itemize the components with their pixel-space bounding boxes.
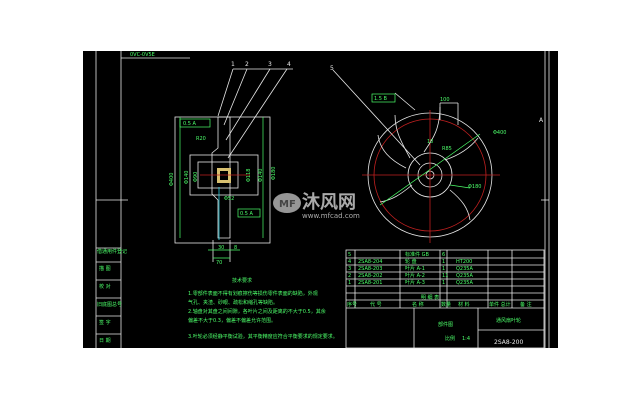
parts-cell-name: 叶片 A-3: [405, 279, 425, 286]
balloon-3: 3: [268, 61, 272, 68]
parts-cell-code: 2SA8-201: [358, 280, 382, 286]
parts-cell-qty: 11: [442, 273, 448, 279]
zone-letter: A: [539, 117, 544, 124]
front-section-view: [174, 68, 293, 262]
parts-cell-name: 标准件 GB: [405, 251, 429, 258]
balloon-1: 1: [231, 61, 235, 68]
parts-cell-material: Q235A: [456, 280, 473, 286]
dim-text: Φ90: [193, 172, 199, 182]
watermark-logo: [273, 193, 301, 213]
parts-cell-qty: 1: [442, 259, 445, 265]
dim-text: Φ140: [258, 169, 264, 182]
left-label: 校 对: [99, 283, 111, 290]
tolerance-frame-side: [371, 93, 396, 103]
tech-req-title: 技术要求: [232, 277, 252, 284]
dim-text: R85: [442, 146, 452, 152]
scale-value: 1:4: [462, 336, 470, 342]
parts-list-section-label: 明 细 表: [421, 294, 439, 301]
header-cell: 材 料: [458, 301, 470, 308]
tolerance-frame-bottom: [237, 208, 261, 218]
parts-cell-name: 叶片 A-2: [405, 272, 425, 279]
tolerance-side: 1.5 B: [374, 96, 388, 102]
left-label: 日 期: [99, 338, 111, 344]
parts-cell-no: 2: [348, 273, 351, 279]
scale-label: 比例: [445, 335, 455, 342]
watermark-chinese: 沐风网: [302, 191, 356, 213]
header-cell: 备 注: [520, 301, 532, 308]
drawing-frame: [95, 51, 550, 348]
dim-text: Φ400: [169, 173, 175, 186]
header-cell: 数量: [441, 301, 451, 308]
parts-cell-name: 叶片 A-1: [405, 265, 425, 272]
left-label: 借通用件登记: [97, 248, 127, 255]
parts-list-table: [345, 249, 545, 349]
parts-cell-no: 1: [348, 280, 351, 286]
tolerance-top: 0.5 A: [183, 121, 197, 127]
parts-cell-no: 4: [348, 259, 351, 265]
parts-cell-qty: 6: [442, 252, 445, 258]
parts-cell-code: 2SA8-204: [358, 259, 382, 265]
parts-cell-name: 轮 盘: [405, 258, 417, 265]
corner-code: 0VC-0V5E: [130, 52, 155, 58]
tech-req-line: 2.轴盘对其盘之间间隙，各叶片之间及距离的不大于0.5，其余: [188, 308, 326, 315]
left-label: 签 字: [99, 319, 111, 326]
drawing-type: 部件图: [438, 321, 453, 328]
parts-cell-code: 2SA8-203: [358, 266, 382, 272]
balloon-2: 2: [245, 61, 249, 68]
dim-text: Φ140: [184, 171, 190, 184]
header-cell: 名 称: [412, 301, 424, 308]
tech-req-line: 偏差不大于0.3，偏差不偏差允许范围。: [188, 317, 276, 324]
dim-text: 70: [216, 260, 222, 266]
parts-cell-material: Q235A: [456, 266, 473, 272]
dim-text: 10: [427, 139, 433, 145]
left-label: 旧底图总号: [97, 301, 122, 308]
parts-cell-no: 3: [348, 266, 351, 272]
parts-cell-no: 5: [348, 252, 351, 258]
dim-text: Φ180: [468, 184, 481, 190]
left-label: 描 图: [99, 265, 111, 272]
dim-text: R20: [196, 136, 206, 142]
dim-text: 100: [440, 97, 450, 103]
dim-text: Φ52: [224, 196, 234, 202]
parts-cell-code: 2SA8-202: [358, 273, 382, 279]
header-cell: 单件 总计: [489, 301, 511, 308]
parts-cell-material: HT200: [456, 259, 472, 265]
watermark: MF 沐风网 www.mfcad.com: [273, 191, 360, 220]
parts-cell-qty: 1: [442, 266, 445, 272]
dim-text: Φ180: [271, 167, 277, 180]
tolerance-bottom: 0.5 A: [240, 211, 254, 217]
tech-req-line: 气孔、夹渣、砂眼、疏松和缩孔等缺陷。: [188, 299, 278, 306]
dim-text: Φ118: [246, 169, 252, 182]
impeller-side-view: [332, 69, 500, 243]
drawing-canvas: [83, 51, 558, 348]
watermark-logo-text: MF: [279, 199, 296, 210]
part-name: 通风扇叶轮: [496, 317, 521, 324]
balloon-5: 5: [330, 65, 334, 72]
tolerance-frame-top: [179, 118, 211, 128]
header-cell: 代 号: [370, 301, 382, 308]
tech-req-line: 3.叶轮必须经静平衡试验，其平衡精度应符合平衡要求的规定要求。: [188, 333, 338, 340]
watermark-url: www.mfcad.com: [302, 212, 360, 220]
dim-text: Φ400: [493, 130, 506, 136]
parts-cell-material: Q235A: [456, 273, 473, 279]
drawing-number: 2SA8-200: [494, 339, 523, 346]
dim-text: 8: [234, 245, 237, 251]
balloon-4: 4: [287, 61, 291, 68]
tech-req-line: 1.零部件表面不得有划痕擦伤等损伤零件表面的缺陷，外观: [188, 290, 318, 297]
header-cell: 序号: [347, 301, 357, 308]
parts-cell-qty: 1: [442, 280, 445, 286]
left-label-column: 借通用件登记 描 图 校 对 旧底图总号 签 字 日 期: [96, 247, 127, 344]
dim-text: 30: [218, 245, 224, 251]
